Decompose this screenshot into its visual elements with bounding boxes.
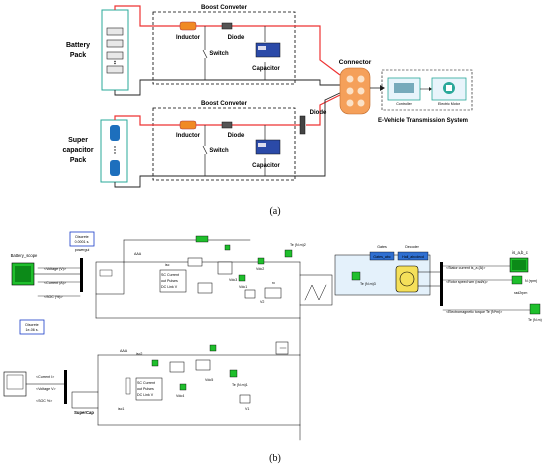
te-nm2-label: Te (N.m)2 (290, 243, 306, 247)
motor-output-torque: <Electromagnetic torque Te (N*m)> (446, 310, 502, 314)
connector-label: Connector (339, 59, 372, 66)
inverter-block (299, 274, 333, 306)
isc-label: isc (165, 263, 170, 267)
battery-label-line2: Pack (70, 52, 86, 59)
powergui-2-line2: 1e-06 s. (26, 328, 39, 332)
te-nm3-label: Te (N.m)3 (360, 282, 376, 286)
external-diode-label: Diode (310, 110, 327, 116)
powergui-line1: Discrete (75, 235, 88, 239)
panel-a: Battery Pack Boost Conveter Inductor Dio… (62, 4, 473, 217)
vdc4-label: Vdc4 (176, 394, 184, 398)
isc1-label: isc1 (118, 407, 124, 411)
decoder-label: Decoder (405, 245, 419, 249)
v1-label: V1 (245, 407, 249, 411)
top-switch-label: Switch (209, 51, 229, 57)
battery-output-voltage: <Voltage (V)> (44, 267, 66, 271)
sc2-in-2: out Pulses (137, 387, 154, 391)
battery-output-soc: <SOC (%)> (44, 295, 63, 299)
powergui-block (69, 231, 95, 247)
diode-icon (221, 121, 233, 129)
bottom-switch-label: Switch (209, 148, 229, 154)
bottom-inductor-label: Inductor (176, 133, 201, 139)
powergui-line2: 0.0001 s. (75, 240, 90, 244)
battery-scope-label: Battery_scope (11, 253, 38, 258)
vdc5-label: Vdc5 (205, 378, 213, 382)
top-inductor-label: Inductor (176, 35, 201, 41)
top-converter-box (152, 11, 296, 85)
decoder-block-label: Hall_abcdecd (402, 255, 424, 259)
powergui-label: powergui (75, 248, 90, 252)
supercap-output-current: <Current I> (36, 375, 54, 379)
top-diode-label: Diode (228, 35, 245, 41)
te-out-label: Te (N.m) (528, 318, 542, 322)
is-abc-label: is_a,b_c (512, 250, 528, 255)
supercap-label-line3: Pack (70, 157, 86, 164)
battery-block (95, 261, 125, 295)
battery-output-current: <Current (A)> (44, 281, 66, 285)
v2-label: V2 (260, 300, 264, 304)
rc-label: rc (272, 281, 275, 285)
top-converter-title: Boost Conveter (201, 4, 248, 11)
resistor-bottom-label: AAA (120, 349, 128, 353)
te-display (529, 303, 541, 315)
battery-pack (101, 9, 129, 91)
vdc3-label: Vdc3 (229, 278, 237, 282)
gates-block (369, 251, 395, 261)
controller-label: Controller (396, 102, 412, 106)
vdc1-label: Vdc1 (239, 285, 247, 289)
powergui-2-block (19, 319, 45, 335)
sc1-in-1: SC Current (161, 273, 179, 277)
sc-controller-1 (159, 269, 187, 293)
motor-block (395, 265, 419, 293)
rad2rpm-label: rad2rpm (514, 291, 527, 295)
motor-output-stator: <Stator current is_a (A)> (446, 266, 485, 270)
external-diode-icon (299, 115, 306, 135)
supercap-bus-selector (64, 370, 67, 404)
inductor-icon (179, 21, 197, 31)
supercap-output-voltage: <Voltage V> (36, 387, 56, 391)
battery-label-line1: Battery (66, 42, 90, 49)
connector-icon (339, 67, 371, 115)
sc2-in-1: SC Current (137, 381, 155, 385)
top-capacitor-label: Capacitor (252, 66, 280, 72)
caption-b: (b) (269, 453, 281, 464)
sc-controller-2 (135, 377, 163, 401)
motor-output-speed: <Rotor speed wm (rad/s)> (446, 280, 488, 284)
supercap-block-label: SuperCap (74, 410, 94, 415)
panel-b: Battery_scope <Voltage (V)> <Current (A)… (3, 231, 542, 464)
gates-label: Gates (377, 245, 387, 249)
battery-bus-selector (80, 258, 83, 292)
te-nm1-label: Te (N.m)1 (232, 383, 248, 387)
bottom-capacitor-label: Capacitor (252, 163, 280, 169)
supercap-output-soc: <SOC %> (36, 399, 52, 403)
n-rpm-label: N (rpm) (525, 279, 537, 283)
supercap-label-line2: capacitor (62, 147, 93, 154)
vdc2-label: Vdc2 (256, 267, 264, 271)
resistor-top-label: AAA (134, 252, 142, 256)
bottom-converter-title: Boost Conveter (201, 100, 248, 107)
transmission-box (381, 69, 473, 111)
bottom-diode-label: Diode (228, 133, 245, 139)
inductor-icon (179, 120, 197, 130)
system-label: E-Vehicle Transmission System (378, 118, 468, 124)
decoder-block (397, 251, 429, 261)
isc2-label: isc2 (136, 352, 142, 356)
motor-label: Electric Motor (438, 102, 461, 106)
sc2-in-3: DC Link V (137, 393, 154, 397)
supercap-label-line1: Super (68, 137, 88, 144)
sc1-in-3: DC Link V (161, 285, 178, 289)
bottom-converter-box (152, 107, 296, 181)
caption-a: (a) (269, 206, 280, 217)
supercap-block (71, 391, 99, 409)
n-rpm-display (511, 275, 523, 285)
diode-icon (221, 22, 233, 30)
gates-block-label: Gates_abc (373, 255, 391, 259)
powergui-2-line1: Discrete (25, 323, 38, 327)
supercap-pack (100, 119, 128, 183)
motor-bus-selector (440, 262, 443, 306)
sc1-in-2: out Pulses (161, 279, 178, 283)
